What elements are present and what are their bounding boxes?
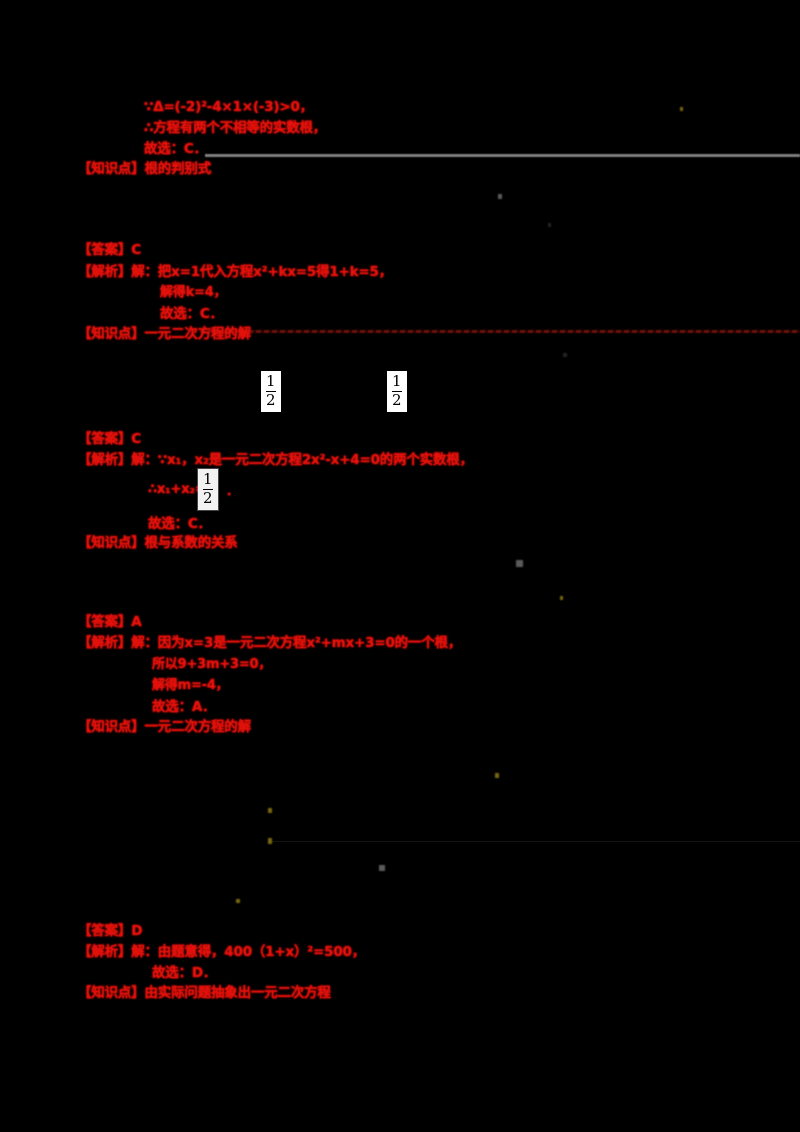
explanation-line: 【解析】解：由题意得，400（1+x）²=500， [78, 943, 365, 961]
knowledge-point-label: 【知识点】 [78, 985, 145, 1001]
fraction-numerator: 1 [203, 470, 213, 488]
knowledge-point-line: 【知识点】根与系数的关系 [78, 534, 238, 552]
answer-value: A [131, 614, 142, 630]
fraction-denominator: 2 [203, 489, 213, 507]
scan-speck [563, 353, 567, 357]
scan-speck [268, 838, 272, 844]
explanation-label: 【解析】 [78, 944, 132, 960]
explanation-text: 解：把x=1代入方程x²+kx=5得1+k=5， [131, 264, 393, 280]
fraction-bar [203, 489, 213, 490]
scan-speck [560, 596, 563, 600]
fraction-numerator: 1 [392, 372, 402, 390]
floating-fraction-left: 1 2 [261, 371, 281, 412]
scan-speck [498, 194, 502, 199]
answer-line: 【答案】C [78, 430, 141, 448]
fraction-denominator: 2 [392, 391, 402, 409]
knowledge-point-label: 【知识点】 [78, 326, 145, 342]
explanation-text: 解：∵x₁，x₂是一元二次方程2x²-x+4=0的两个实数根， [131, 452, 473, 468]
rule-faint-lower [268, 841, 800, 842]
explanation-label: 【解析】 [78, 635, 132, 651]
knowledge-point-line: 【知识点】一元二次方程的解 [78, 718, 251, 736]
scan-speck [268, 808, 272, 813]
work-line: 所以9+3m+3=0， [152, 657, 272, 672]
work-line: 解得m=-4， [152, 678, 229, 693]
answer-value: C [131, 242, 141, 258]
answer-line: 【答案】D [78, 922, 142, 940]
knowledge-point-line: 【知识点】根的判别式 [78, 160, 211, 178]
scan-speck [680, 107, 683, 111]
work-line-tail: ． [226, 484, 239, 499]
knowledge-point-label: 【知识点】 [78, 535, 145, 551]
explanation-label: 【解析】 [78, 452, 132, 468]
knowledge-point-label: 【知识点】 [78, 719, 145, 735]
knowledge-point-text: 一元二次方程的解 [144, 719, 252, 735]
knowledge-point-text: 根与系数的关系 [144, 535, 238, 551]
work-line: ∴方程有两个不相等的实数根， [144, 120, 327, 136]
fraction-denominator: 2 [266, 391, 276, 409]
answer-value: D [131, 923, 143, 939]
explanation-line: 【解析】解：∵x₁，x₂是一元二次方程2x²-x+4=0的两个实数根， [78, 451, 473, 469]
rule-red-mid [200, 330, 800, 333]
explanation-line: 【解析】解：因为x=3是一元二次方程x²+mx+3=0的一个根， [78, 634, 461, 652]
answer-label: 【答案】 [78, 431, 132, 447]
knowledge-point-line: 【知识点】由实际问题抽象出一元二次方程 [78, 984, 331, 1002]
answer-line: 【答案】C [78, 241, 141, 259]
floating-fraction-right: 1 2 [387, 371, 407, 412]
choice-line: 故选：D． [152, 965, 217, 981]
scan-speck [236, 899, 240, 903]
choice-line: 故选：C． [144, 141, 207, 157]
fraction-bar [392, 391, 402, 392]
work-line-with-fraction: ∴x₁+x₂= [148, 481, 206, 499]
inline-fraction-one-half: 1 2 [198, 469, 218, 510]
knowledge-point-text: 由实际问题抽象出一元二次方程 [144, 985, 331, 1001]
scan-speck [379, 865, 385, 871]
knowledge-point-label: 【知识点】 [78, 161, 145, 177]
answer-label: 【答案】 [78, 923, 132, 939]
scan-speck [516, 560, 523, 567]
answer-label: 【答案】 [78, 614, 132, 630]
explanation-line: 【解析】解：把x=1代入方程x²+kx=5得1+k=5， [78, 263, 392, 281]
scan-speck [495, 773, 499, 778]
work-line: 解得k=4， [160, 285, 227, 300]
choice-line: 故选：C． [148, 516, 211, 532]
explanation-text: 解：由题意得，400（1+x）²=500， [131, 944, 365, 960]
rule-gray-top [205, 154, 800, 157]
knowledge-point-text: 一元二次方程的解 [144, 326, 252, 342]
answer-value: C [131, 431, 141, 447]
explanation-text: 解：因为x=3是一元二次方程x²+mx+3=0的一个根， [131, 635, 462, 651]
scan-speck [548, 223, 551, 227]
fraction-bar [266, 391, 276, 392]
answer-label: 【答案】 [78, 242, 132, 258]
fraction-numerator: 1 [266, 372, 276, 390]
choice-line: 故选：A． [152, 699, 216, 715]
knowledge-point-text: 根的判别式 [144, 161, 212, 177]
work-line: ∵Δ=(-2)²-4×1×(-3)>0， [144, 99, 313, 115]
explanation-label: 【解析】 [78, 264, 132, 280]
knowledge-point-line: 【知识点】一元二次方程的解 [78, 325, 251, 343]
work-text: ∴x₁+x₂= [148, 482, 206, 497]
answer-line: 【答案】A [78, 613, 142, 631]
choice-line: 故选：C． [160, 306, 223, 322]
